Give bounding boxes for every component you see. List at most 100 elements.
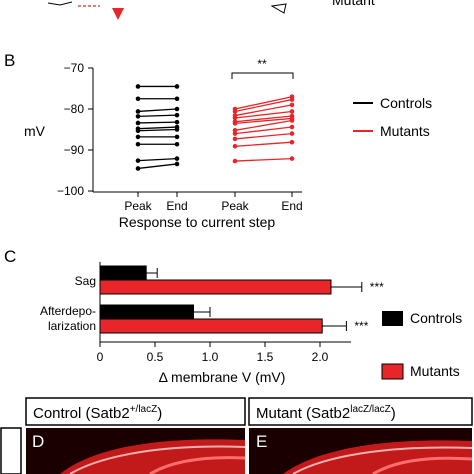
panel-b: B −70 −80 −90 −100 mV Peak End Peak End … bbox=[4, 51, 432, 230]
open-arrowhead-icon bbox=[270, 3, 287, 14]
series-line-controls bbox=[137, 157, 178, 162]
data-point-controls bbox=[135, 120, 141, 126]
series-line-controls bbox=[137, 121, 178, 124]
header-box-d bbox=[25, 397, 246, 426]
panel-c-xtick-label: 1.5 bbox=[257, 350, 274, 364]
series-line-controls bbox=[137, 126, 178, 130]
panel-c-xtick-label: 0 bbox=[97, 350, 104, 364]
data-point-controls bbox=[174, 84, 180, 89]
data-point-controls bbox=[174, 134, 180, 140]
series-line-mutants bbox=[234, 96, 293, 110]
legend-c-controls-label: Controls bbox=[410, 310, 462, 326]
panel-b-xtick-label: End bbox=[166, 199, 187, 213]
top-mutant-label: Mutant bbox=[332, 0, 375, 8]
micrograph-d-inner-layer bbox=[149, 456, 246, 474]
series-line-mutants bbox=[234, 104, 293, 117]
data-point-controls bbox=[174, 106, 180, 112]
data-point-controls bbox=[135, 96, 141, 102]
data-point-controls bbox=[174, 119, 180, 125]
panel-letter-d: D bbox=[32, 432, 44, 451]
panel-b-xtick-label: End bbox=[281, 199, 302, 213]
panel-b-ytick-label: −90 bbox=[64, 143, 85, 157]
data-point-mutants bbox=[232, 128, 238, 133]
series-line-mutants bbox=[234, 98, 293, 113]
legend-controls-label: Controls bbox=[380, 95, 432, 111]
panel-c-xlabel: Δ membrane V (mV) bbox=[159, 369, 286, 385]
partial-trace-black bbox=[47, 1, 73, 6]
data-point-mutants bbox=[289, 102, 295, 108]
panel-c-xtick-label: 2.0 bbox=[312, 350, 329, 364]
data-point-controls bbox=[135, 141, 141, 147]
bar-mutants bbox=[99, 279, 332, 295]
micrograph-e-cortex-edge bbox=[292, 446, 473, 474]
panel-b-data-lines bbox=[135, 84, 295, 171]
bar-mutants bbox=[99, 318, 323, 334]
data-point-controls bbox=[174, 96, 180, 102]
series-line-mutants bbox=[234, 132, 293, 140]
data-point-controls bbox=[135, 114, 141, 119]
data-point-controls bbox=[135, 158, 141, 163]
data-point-mutants bbox=[289, 156, 295, 161]
legend-mutants-label: Mutants bbox=[380, 123, 430, 139]
series-line-mutants bbox=[234, 157, 293, 162]
data-point-mutants bbox=[232, 158, 238, 164]
header-e-text: Mutant (Satb2lacZ/lacZ) bbox=[256, 404, 396, 422]
micrograph-e-inner-layer bbox=[372, 456, 473, 474]
bar-controls bbox=[99, 304, 194, 320]
panel-c-xtick-label: 1.0 bbox=[202, 350, 219, 364]
panel-letter-c: C bbox=[4, 247, 16, 266]
data-point-mutants bbox=[289, 131, 295, 136]
data-point-controls bbox=[135, 134, 141, 140]
data-point-controls bbox=[174, 161, 180, 167]
significance-stars-c: *** bbox=[370, 280, 384, 294]
legend-c-controls-swatch bbox=[382, 311, 403, 326]
series-line-controls bbox=[137, 114, 178, 118]
micrograph-d-tissue bbox=[60, 439, 245, 474]
data-point-mutants bbox=[289, 97, 295, 102]
micrograph-strip: Control (Satb2+/lacZ) Mutant (Satb2lacZ/… bbox=[0, 397, 473, 474]
panel-b-xtick-label: Peak bbox=[221, 199, 249, 213]
series-line-mutants bbox=[234, 141, 293, 147]
panel-letter-b: B bbox=[4, 51, 15, 70]
series-line-mutants bbox=[234, 115, 293, 123]
data-point-mutants bbox=[232, 144, 238, 149]
panel-letter-e: E bbox=[256, 432, 267, 451]
panel-b-ylabel: mV bbox=[24, 123, 46, 139]
data-point-mutants bbox=[289, 109, 295, 114]
panel-b-ytick-label: −80 bbox=[64, 102, 85, 116]
bar-controls bbox=[99, 265, 147, 281]
panel-c-xtick-label: 0.5 bbox=[147, 350, 164, 364]
series-line-controls bbox=[137, 128, 178, 132]
series-line-mutants bbox=[234, 126, 293, 135]
category-label-adp-2: larization bbox=[48, 319, 96, 333]
data-point-mutants bbox=[289, 124, 295, 130]
data-point-mutants bbox=[232, 131, 238, 136]
data-point-controls bbox=[135, 128, 141, 134]
data-point-controls bbox=[174, 141, 180, 147]
series-line-mutants bbox=[234, 117, 293, 124]
data-point-mutants bbox=[232, 121, 238, 126]
category-label-sag: Sag bbox=[75, 274, 96, 288]
data-point-mutants bbox=[289, 118, 295, 123]
data-point-mutants bbox=[289, 139, 295, 145]
series-line-mutants bbox=[234, 119, 293, 131]
significance-bracket bbox=[231, 72, 294, 79]
data-point-controls bbox=[174, 112, 180, 118]
significance-stars: ** bbox=[257, 57, 267, 71]
data-point-mutants bbox=[232, 109, 238, 114]
series-line-mutants bbox=[234, 110, 293, 119]
data-point-controls bbox=[135, 166, 141, 171]
data-point-controls bbox=[174, 127, 180, 132]
header-d-text: Control (Satb2+/lacZ) bbox=[33, 404, 162, 422]
legend-c-mutants-label: Mutants bbox=[410, 363, 460, 379]
panel-c-bars: ****** bbox=[99, 265, 384, 334]
header-box-e bbox=[248, 397, 473, 426]
panel-b-xtick-label: Peak bbox=[124, 199, 152, 213]
micrograph-d-cortex-edge bbox=[69, 445, 246, 474]
series-line-controls bbox=[137, 163, 178, 170]
panel-b-ytick-label: −100 bbox=[57, 184, 84, 198]
legend-c-mutants-swatch bbox=[381, 363, 404, 380]
side-marker-box bbox=[0, 427, 22, 474]
